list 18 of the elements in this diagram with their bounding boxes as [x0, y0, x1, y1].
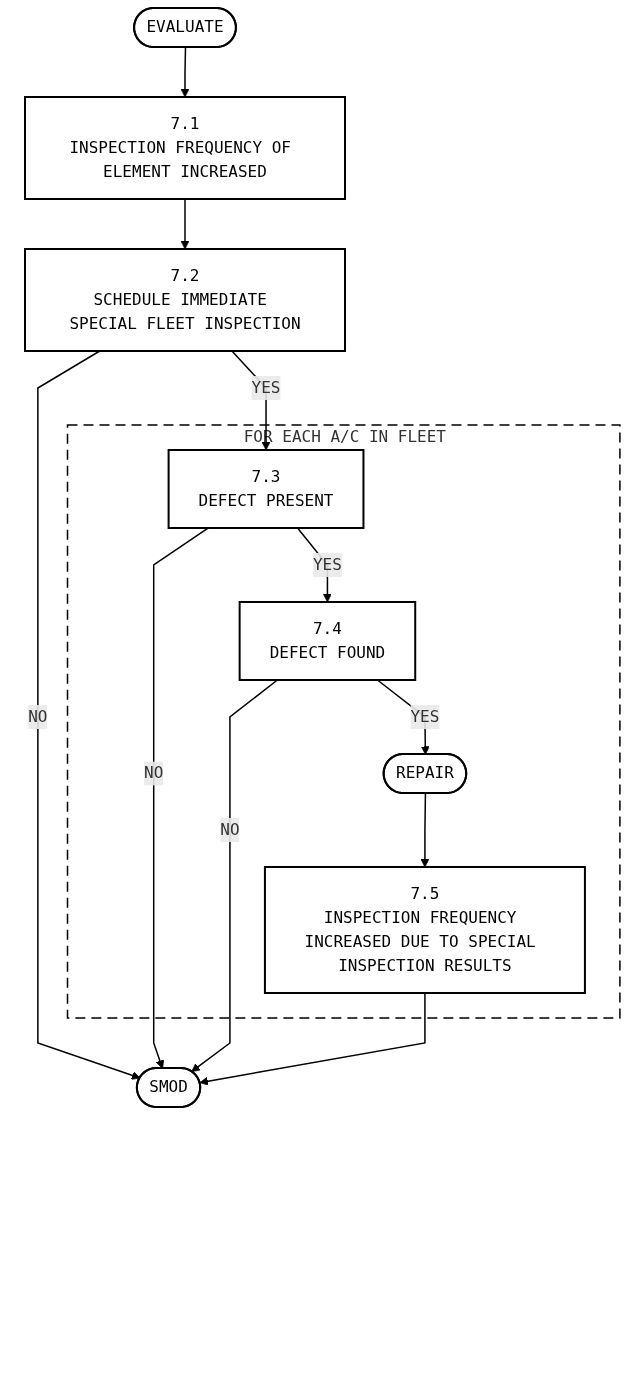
node-box: 7.1 INSPECTION FREQUENCY OF ELEMENT INCREASED: [23, 96, 346, 200]
edge-label: NO: [27, 706, 48, 726]
arrow: [180, 46, 189, 98]
arrow: [190, 679, 278, 1072]
edge-label: YES: [251, 377, 281, 397]
arrow: [36, 350, 140, 1080]
node-box: 7.2 SCHEDULE IMMEDIATE SPECIAL FLEET INSPECTION: [23, 248, 346, 352]
edge-label: NO: [219, 819, 240, 839]
arrow: [420, 792, 429, 868]
node-box: 7.3 DEFECT PRESENT: [167, 449, 364, 529]
edge-label: NO: [143, 763, 163, 783]
edge-label: YES: [410, 706, 439, 726]
node-box: 7.5 INSPECTION FREQUENCY INCREASED DUE TO SPECIAL INSPECTION RESULTS: [263, 866, 586, 994]
arrow: [199, 992, 426, 1086]
node-box: 7.4 DEFECT FOUND: [238, 601, 416, 681]
arrow: [180, 198, 189, 250]
arrow: [152, 527, 209, 1069]
edge-label: YES: [312, 554, 342, 574]
